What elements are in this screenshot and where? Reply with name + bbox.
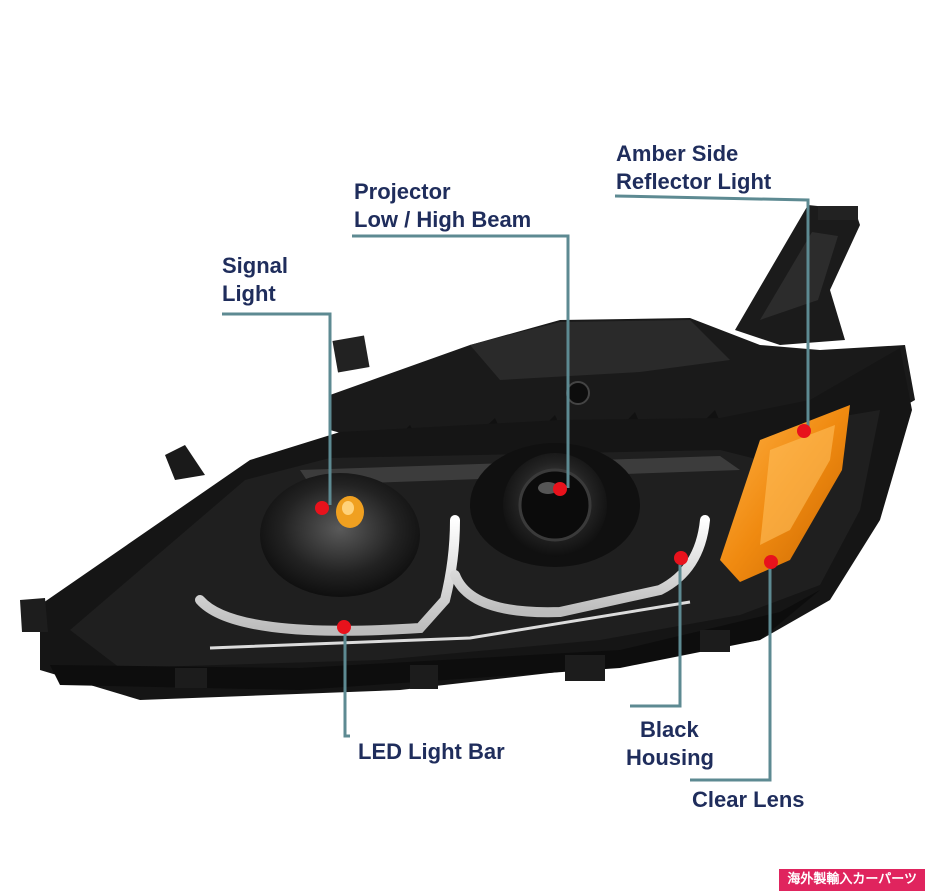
marker-dot-housing — [674, 551, 688, 565]
lower-trim — [50, 590, 820, 690]
leader-line-signal — [222, 312, 332, 505]
marker-dot-lens — [764, 555, 778, 569]
mounting-bracket — [735, 205, 860, 345]
leader-line-amber — [614, 194, 810, 430]
marker-dot-projector — [553, 482, 567, 496]
label-black-housing: Black Housing — [626, 716, 714, 772]
label-signal-light: Signal Light — [222, 252, 288, 308]
marker-dot-amber — [797, 424, 811, 438]
leader-line-housing — [630, 558, 682, 708]
leader-lines — [222, 194, 810, 782]
label-lens-text: Clear Lens — [692, 787, 805, 812]
label-amber-line2: Reflector Light — [616, 169, 772, 194]
label-projector-beam: Projector Low / High Beam — [354, 178, 531, 234]
leader-line-lens — [690, 563, 772, 782]
label-signal-line2: Light — [222, 281, 276, 306]
led-light-bar — [195, 515, 710, 650]
label-clear-lens: Clear Lens — [692, 786, 805, 814]
leader-line-projector — [352, 234, 570, 488]
label-signal-line1: Signal — [222, 253, 289, 278]
label-housing-line2: Housing — [626, 745, 714, 770]
amber-side-reflector — [720, 405, 850, 582]
label-projector-line1: Projector — [354, 179, 451, 204]
label-amber-line1: Amber Side — [616, 141, 739, 166]
label-led-light-bar: LED Light Bar — [358, 738, 505, 766]
marker-dot-led — [337, 620, 351, 634]
label-projector-line2: Low / High Beam — [354, 207, 532, 232]
signal-light-bowl — [260, 473, 420, 597]
label-housing-line1: Black — [640, 717, 699, 742]
marker-dots — [315, 424, 811, 634]
projector-lens — [470, 443, 640, 567]
label-led-text: LED Light Bar — [358, 739, 505, 764]
watermark-badge: 海外製輸入カーパーツ — [779, 869, 925, 891]
marker-dot-signal — [315, 501, 329, 515]
label-amber-side-reflector: Amber Side Reflector Light — [616, 140, 771, 196]
leader-line-led — [343, 628, 350, 738]
